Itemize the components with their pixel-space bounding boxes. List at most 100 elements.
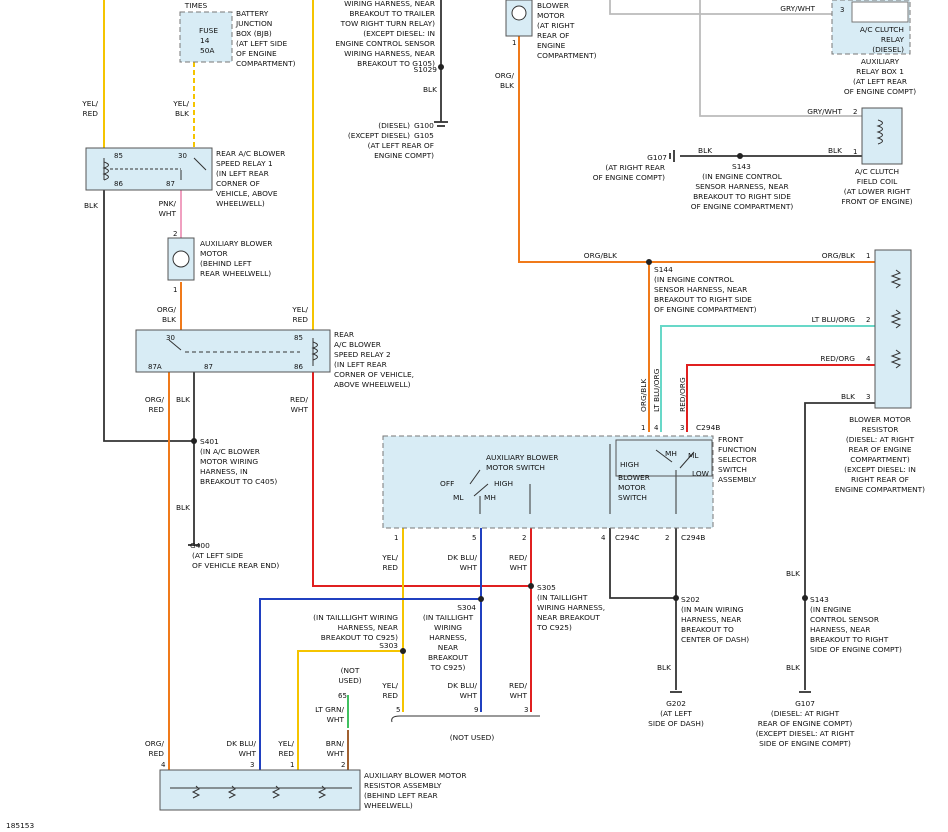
- front-blower-desc-1: MOTOR: [537, 11, 565, 20]
- trailer-note-2: TOW RIGHT TURN RELAY): [340, 19, 435, 28]
- nu-wire-yel-1: RED: [383, 691, 399, 700]
- nu-wire-yel-0: YEL/: [381, 681, 398, 690]
- s143-bottom-wire: BLK: [786, 569, 800, 578]
- resistor-desc-5: (EXCEPT DIESEL: IN: [844, 465, 916, 474]
- selector-desc-0: FRONT: [718, 435, 744, 444]
- rear-blower-relay-2: [135, 329, 331, 373]
- nu65-wire-0: LT GRN/: [315, 705, 344, 714]
- g100-wire: BLK: [423, 85, 437, 94]
- selector-desc-3: SWITCH: [718, 465, 747, 474]
- wire-blk-sel4: [609, 528, 676, 599]
- s305-desc-0: (IN TAILLIGHT: [537, 593, 588, 602]
- g107-bottom-desc-2: (EXCEPT DIESEL: AT RIGHT: [756, 729, 855, 738]
- g400-desc-1: OF VEHICLE REAR END): [192, 561, 279, 570]
- aux-res-desc-2: (BEHIND LEFT REAR: [364, 791, 438, 800]
- wire-yel-blk-1: BLK: [175, 109, 189, 118]
- wire-gry-top: [609, 0, 833, 15]
- relay2-pin-87a: 87A: [148, 363, 162, 371]
- fuse-box: [179, 11, 233, 63]
- bjb-desc-1: JUNCTION: [235, 19, 272, 28]
- nu65-wire-1: WHT: [327, 715, 345, 724]
- front-blower-desc-4: ENGINE: [537, 41, 566, 50]
- lower-blu-0: DK BLU/: [447, 553, 477, 562]
- nu65-label-1: USED): [338, 676, 361, 685]
- s202-desc-1: HARNESS, NEAR: [681, 615, 741, 624]
- aux-motor-desc-1: MOTOR: [200, 249, 228, 258]
- front-switch-2: MOTOR: [618, 483, 646, 492]
- selector-pin-bottom-2b: 2: [665, 534, 669, 542]
- g107-top-ref: G107: [647, 153, 667, 162]
- s401-desc-2: HARNESS, IN: [200, 467, 248, 476]
- trailer-note-1: BREAKOUT TO TRAILER: [349, 9, 435, 18]
- selector-wire-org-blk: ORG/BLK: [639, 379, 648, 412]
- wire-yel-red-aux: [297, 650, 403, 770]
- bjb-desc-2: BOX (BJB): [236, 29, 272, 38]
- relay1-desc-3: CORNER OF: [216, 179, 260, 188]
- s1029-label: S1029: [414, 65, 438, 74]
- g107-top-wire: BLK: [698, 146, 712, 155]
- blower-motor-resistor: [874, 249, 912, 409]
- nu-wire-blu-1: WHT: [460, 691, 478, 700]
- s304-desc-right-5: TO C925): [430, 663, 466, 672]
- fuse-number: 14: [200, 36, 210, 45]
- s304-desc-right-1: WIRING: [434, 623, 462, 632]
- relay1-pin-30: 30: [178, 152, 187, 160]
- lower-yel-1: RED: [383, 563, 399, 572]
- relay2-desc-5: ABOVE WHEELWELL): [334, 380, 411, 389]
- front-switch-0: HIGH: [620, 460, 639, 469]
- selector-pin-bottom-4: 4: [601, 534, 606, 542]
- aux-switch-label-1: MOTOR SWITCH: [486, 463, 545, 472]
- relay1-wire-out-1: WHT: [159, 209, 177, 218]
- g107-top-desc-1: OF ENGINE COMPT): [593, 173, 665, 182]
- front-blower-desc-5: COMPARTMENT): [537, 51, 597, 60]
- relay1-wire-blk: BLK: [84, 201, 98, 210]
- s143-bottom-ref: S143: [810, 595, 829, 604]
- s401-desc-0: (IN A/C BLOWER: [200, 447, 260, 456]
- selector-pin-top-1: 1: [641, 424, 645, 432]
- aux-motor-pin1: 1: [173, 286, 177, 294]
- resistor-desc-7: ENGINE COMPARTMENT): [835, 485, 925, 494]
- aux-relay-box-3: OF ENGINE COMPT): [844, 87, 916, 96]
- selector-desc-2: SELECTOR: [718, 455, 757, 464]
- nu65-label-0: (NOT: [341, 666, 360, 675]
- relay2-pin-30: 30: [166, 334, 175, 342]
- g400-desc-0: (AT LEFT SIDE: [192, 551, 244, 560]
- aux-res-pin-2: 2: [341, 761, 345, 769]
- aux-motor-desc-2: (BEHIND LEFT: [200, 259, 252, 268]
- selector-conn-c: C294C: [615, 533, 639, 542]
- nu-wire-red-1: WHT: [510, 691, 528, 700]
- ground-g107-top-icon: [669, 150, 675, 162]
- wire-blk-relay1: [103, 190, 194, 442]
- ac-relay-desc-0: A/C CLUTCH: [860, 25, 904, 34]
- resistor-desc-3: REAR OF ENGINE: [848, 445, 911, 454]
- s143-bottom-desc-2: HARNESS, NEAR: [810, 625, 870, 634]
- lower-blu-1: WHT: [460, 563, 478, 572]
- aux-relay-box-2: (AT LEFT REAR: [853, 77, 907, 86]
- selector-pin-bottom-1: 1: [394, 534, 398, 542]
- s144-desc-0: (IN ENGINE CONTROL: [654, 275, 735, 284]
- s143-top-ref: S143: [732, 162, 751, 171]
- aux-res-pin-4: 4: [161, 761, 166, 769]
- s304-ref: S304: [457, 603, 476, 612]
- aux-res-desc-0: AUXILIARY BLOWER MOTOR: [364, 771, 466, 780]
- relay2-wire-red-0: RED/: [290, 395, 308, 404]
- g202-desc-0: (AT LEFT: [660, 709, 692, 718]
- aux-res-wire-yel-0: YEL/: [277, 739, 294, 748]
- aux-motor-desc-0: AUXILIARY BLOWER: [200, 239, 272, 248]
- s305-desc-3: TO C925): [536, 623, 572, 632]
- resistor-pin-1: 1: [866, 252, 870, 260]
- wire-gry-clutch: [699, 0, 875, 117]
- selector-pin-top-4: 4: [654, 424, 659, 432]
- relay1-desc-2: (IN LEFT REAR: [216, 169, 269, 178]
- wire-org-blk-front: [518, 36, 875, 263]
- s304-desc-right-2: HARNESS,: [429, 633, 467, 642]
- aux-switch-label-0: AUXILIARY BLOWER: [486, 453, 558, 462]
- fuse-rating: 50A: [200, 46, 214, 55]
- s144-ref: S144: [654, 265, 673, 274]
- selector-pin-top-3: 3: [680, 424, 684, 432]
- wire-lt-blu-org: [660, 325, 875, 432]
- s143-top-desc-1: SENSOR HARNESS, NEAR: [695, 182, 788, 191]
- nu65-pin: 65: [338, 692, 347, 700]
- resistor-wire-0: ORG/BLK: [822, 251, 855, 260]
